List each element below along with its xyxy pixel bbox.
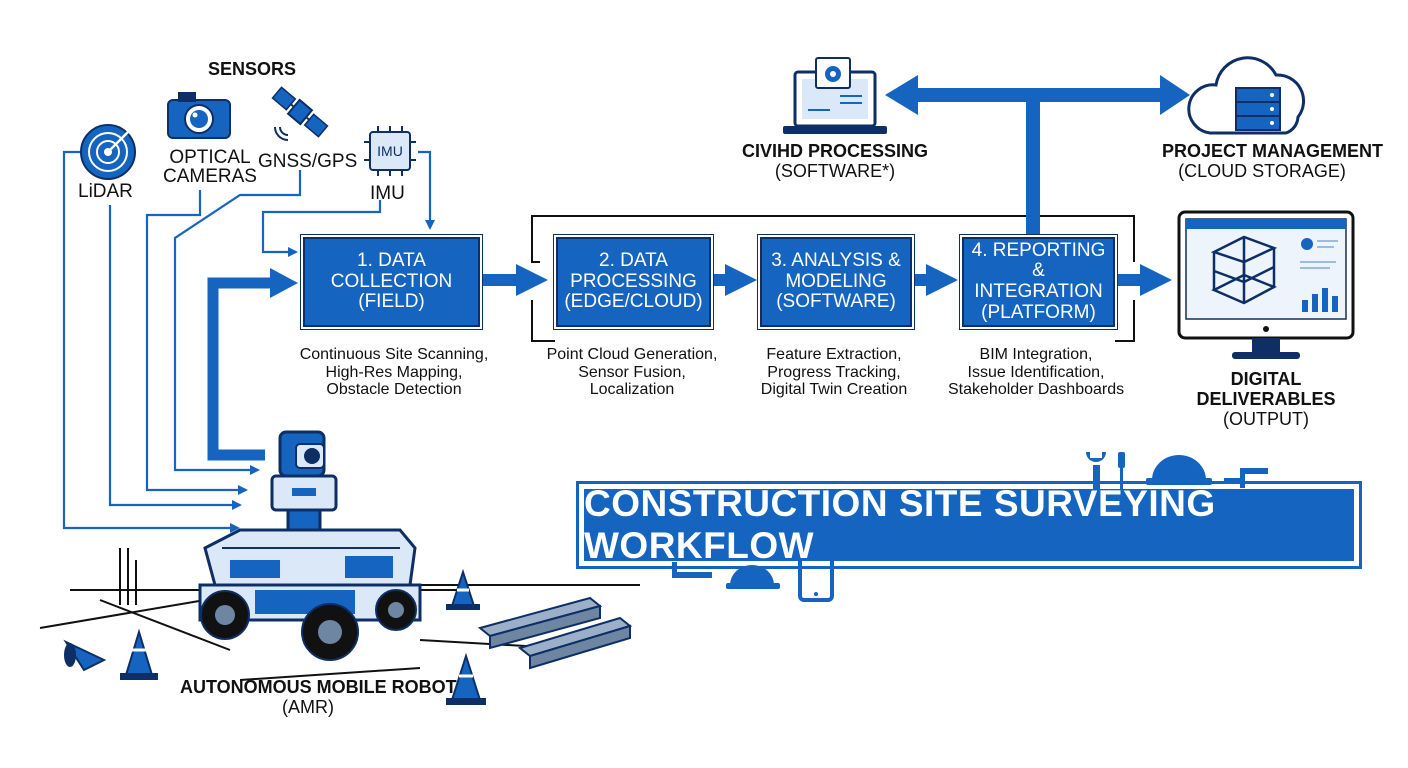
banner-frame <box>576 481 1362 569</box>
step-2-desc-line: Point Cloud Generation, <box>546 346 718 363</box>
wrench-icon <box>1086 452 1106 490</box>
step-4-description: BIM Integration, Issue Identification, S… <box>948 346 1124 399</box>
cloud-processing-subtitle: (SOFTWARE*) <box>774 161 896 181</box>
optical-cameras-label: OPTICAL CAMERAS <box>163 148 257 186</box>
step-3-subtitle: MODELING <box>785 270 887 292</box>
step-1-title: 1. DATA <box>357 250 426 272</box>
processing-bracket <box>531 215 1135 342</box>
imu-label: IMU <box>370 183 405 204</box>
step-2-desc-line: Sensor Fusion, <box>578 363 686 381</box>
trowel-icon <box>1224 468 1268 488</box>
step-2-data-processing: 2. DATA PROCESSING (EDGE/CLOUD) <box>556 237 711 327</box>
step-3-desc-line: Digital Twin Creation <box>760 381 908 399</box>
screwdriver-icon <box>1118 452 1125 490</box>
tablet-icon <box>798 550 834 602</box>
step-1-data-collection: 1. DATA COLLECTION (FIELD) <box>303 237 480 327</box>
robot-illustration <box>198 430 422 661</box>
step-1-desc-line: High-Res Mapping, <box>325 363 463 381</box>
step-4-desc-line: Stakeholder Dashboards <box>948 381 1125 399</box>
fallen-cone-icon <box>63 639 107 672</box>
step-4-desc-line: BIM Integration, <box>979 346 1093 363</box>
imu-chip-icon <box>364 126 416 176</box>
lidar-label: LiDAR <box>78 181 133 202</box>
digital-deliverables-label: DIGITAL DELIVERABLES (OUTPUT) <box>1196 370 1336 428</box>
sensor-connectors <box>62 150 435 533</box>
step-2-title: 2. DATA <box>599 250 668 272</box>
robot-label-line1: AUTONOMOUS MOBILE ROBOT <box>180 677 457 697</box>
step-2-scope: (EDGE/CLOUD) <box>564 291 703 313</box>
laptop-icon <box>783 57 887 134</box>
traffic-cone-icon <box>446 652 486 705</box>
step-3-analysis-modeling: 3. ANALYSIS & MODELING (SOFTWARE) <box>760 237 912 327</box>
traffic-cone-icon <box>120 628 158 680</box>
step-4-desc-line: Issue Identification, <box>967 363 1105 381</box>
robot-to-collection-arrow <box>207 268 298 461</box>
traffic-cone-icon <box>446 568 480 610</box>
imu-chip-text: IMU <box>377 143 403 159</box>
step-3-desc-line: Progress Tracking, <box>767 363 901 381</box>
monitor-icon <box>1177 210 1355 359</box>
workflow-title-banner: CONSTRUCTION SITE SURVEYING WORKFLOW <box>584 483 1354 566</box>
step-2-desc-line: Localization <box>589 381 675 399</box>
step-2-subtitle: PROCESSING <box>570 270 697 292</box>
deliverables-line2: DELIVERABLES <box>1196 389 1336 409</box>
cloud-processing-title: CIVIHD PROCESSING <box>741 141 929 161</box>
cloud-storage-icon <box>1187 56 1306 135</box>
satellite-icon <box>271 86 329 138</box>
level-icon <box>672 562 712 578</box>
step-3-description: Feature Extraction, Progress Tracking, D… <box>752 346 916 399</box>
lidar-icon <box>80 124 136 180</box>
step-4-scope: (PLATFORM) <box>981 301 1096 323</box>
deliverables-line1: DIGITAL <box>1230 369 1302 389</box>
step-4-reporting-integration: 4. REPORTING & INTEGRATION (PLATFORM) <box>962 237 1115 327</box>
sensors-heading: SENSORS <box>208 59 297 79</box>
step-3-title: 3. ANALYSIS & <box>771 250 901 272</box>
gnss-label: GNSS/GPS <box>258 151 358 172</box>
step-1-scope: (FIELD) <box>358 291 425 313</box>
step-arrows <box>478 264 1172 296</box>
optical-label-line1: OPTICAL <box>169 147 251 168</box>
project-management-label: PROJECT MANAGEMENT (CLOUD STORAGE) <box>1162 141 1384 181</box>
project-management-title: PROJECT MANAGEMENT <box>1162 141 1384 161</box>
deliverables-line3: (OUTPUT) <box>1223 409 1309 429</box>
step-1-desc-line: Continuous Site Scanning, <box>299 346 489 363</box>
optical-label-line2: CAMERAS <box>163 166 257 187</box>
signal-waves-icon <box>274 126 289 141</box>
camera-icon <box>167 92 231 139</box>
step-1-desc-line: Obstacle Detection <box>326 381 462 399</box>
step-1-subtitle: COLLECTION <box>330 270 453 292</box>
step-3-desc-line: Feature Extraction, <box>766 346 902 363</box>
steel-beams-icon <box>477 596 633 670</box>
hardhat-small-icon <box>726 565 780 589</box>
top-t-arrow <box>885 75 1190 235</box>
robot-label: AUTONOMOUS MOBILE ROBOT (AMR) <box>180 677 457 717</box>
step-4-subtitle: INTEGRATION <box>974 281 1103 302</box>
cloud-processing-label: CIVIHD PROCESSING (SOFTWARE*) <box>740 142 930 180</box>
step-3-scope: (SOFTWARE) <box>776 291 896 313</box>
step-2-description: Point Cloud Generation, Sensor Fusion, L… <box>546 346 718 399</box>
step-4-title: 4. REPORTING & <box>971 239 1106 282</box>
step-1-description: Continuous Site Scanning, High-Res Mappi… <box>296 346 492 399</box>
robot-label-line2: (AMR) <box>282 697 334 717</box>
project-management-subtitle: (CLOUD STORAGE) <box>1178 161 1346 181</box>
